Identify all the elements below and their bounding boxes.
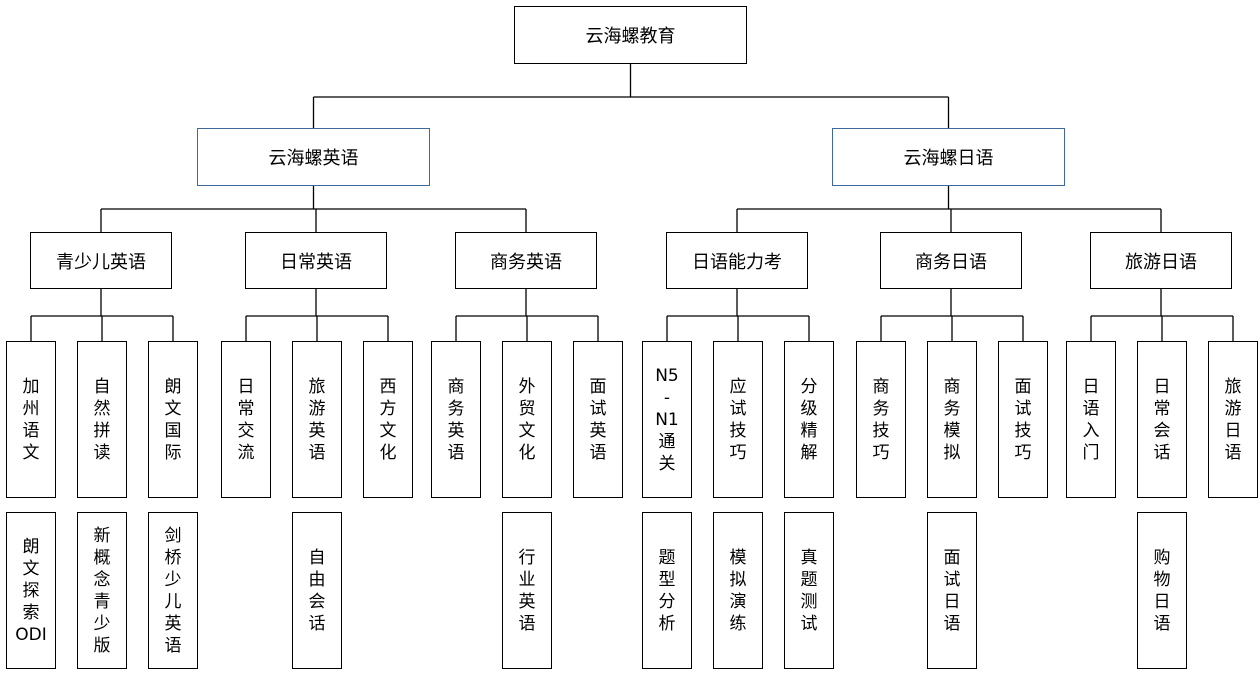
- node-label: 商务日语: [915, 251, 987, 273]
- node-label: 商务技巧: [872, 376, 890, 463]
- node-label: 云海螺英语: [268, 148, 359, 169]
- group-node: 旅游日语: [1090, 232, 1232, 289]
- sub-course-node: 行业英语: [502, 512, 552, 669]
- course-node: 加州语文: [6, 341, 56, 498]
- node-label: 题型分析: [658, 547, 676, 634]
- course-node: 面试英语: [573, 341, 623, 498]
- node-label: 日语入门: [1082, 376, 1100, 463]
- node-label: 朗文国际: [164, 376, 182, 463]
- node-label: 加州语文: [22, 376, 40, 463]
- sub-course-node: 模拟演练: [713, 512, 763, 669]
- course-node: 自然拼读: [77, 341, 127, 498]
- node-label: 面试技巧: [1014, 376, 1032, 463]
- course-node: 面试技巧: [998, 341, 1048, 498]
- node-label: 自然拼读: [93, 376, 111, 463]
- node-label: 剑桥少儿英语: [164, 525, 182, 656]
- course-node: 日语入门: [1066, 341, 1116, 498]
- branch-node: 云海螺日语: [832, 128, 1065, 186]
- sub-course-node: 新概念青少版: [77, 512, 127, 669]
- node-label: 应试技巧: [729, 376, 747, 463]
- node-label: 面试英语: [589, 376, 607, 463]
- node-label: 旅游日语: [1125, 251, 1197, 273]
- course-node: 旅游英语: [292, 341, 342, 498]
- course-node: 日常会话: [1137, 341, 1187, 498]
- course-node: 旅游日语: [1208, 341, 1258, 498]
- node-label: 新概念青少版: [93, 525, 111, 656]
- node-label: 西方文化: [379, 376, 397, 463]
- node-label: 面试日语: [943, 547, 961, 634]
- sub-course-node: 购物日语: [1137, 512, 1187, 669]
- node-label: 旅游英语: [308, 376, 326, 463]
- group-node: 日语能力考: [666, 232, 808, 289]
- node-label: 日常英语: [280, 251, 352, 273]
- group-node: 日常英语: [245, 232, 387, 289]
- node-label: 日语能力考: [692, 251, 782, 273]
- node-label: 云海螺日语: [903, 148, 994, 169]
- node-label: 青少儿英语: [56, 251, 146, 273]
- node-label: 自由会话: [308, 547, 326, 634]
- sub-course-node: 面试日语: [927, 512, 977, 669]
- course-node: 应试技巧: [713, 341, 763, 498]
- node-label: 行业英语: [518, 547, 536, 634]
- node-label: 分级精解: [800, 376, 818, 463]
- group-node: 青少儿英语: [30, 232, 172, 289]
- node-label: 旅游日语: [1224, 376, 1242, 463]
- course-node: 西方文化: [363, 341, 413, 498]
- node-label: 购物日语: [1153, 547, 1171, 634]
- sub-course-node: 真题测试: [784, 512, 834, 669]
- course-node: 外贸文化: [502, 341, 552, 498]
- node-label: 模拟演练: [729, 547, 747, 634]
- course-node: 商务模拟: [927, 341, 977, 498]
- root-node: 云海螺教育: [514, 6, 747, 64]
- sub-course-node: 自由会话: [292, 512, 342, 669]
- node-label: 商务英语: [447, 376, 465, 463]
- node-label: 日常会话: [1153, 376, 1171, 463]
- course-node: 分级精解: [784, 341, 834, 498]
- course-node: 朗文国际: [148, 341, 198, 498]
- group-node: 商务英语: [455, 232, 597, 289]
- course-node: 日常交流: [221, 341, 271, 498]
- node-label: 商务模拟: [943, 376, 961, 463]
- group-node: 商务日语: [880, 232, 1022, 289]
- node-label: 日常交流: [237, 376, 255, 463]
- node-label: 商务英语: [490, 251, 562, 273]
- branch-node: 云海螺英语: [197, 128, 430, 186]
- course-node: 商务技巧: [856, 341, 906, 498]
- sub-course-node: 题型分析: [642, 512, 692, 669]
- node-label: 外贸文化: [518, 376, 536, 463]
- node-label: 真题测试: [800, 547, 818, 634]
- course-node: 商务英语: [431, 341, 481, 498]
- sub-course-node: 剑桥少儿英语: [148, 512, 198, 669]
